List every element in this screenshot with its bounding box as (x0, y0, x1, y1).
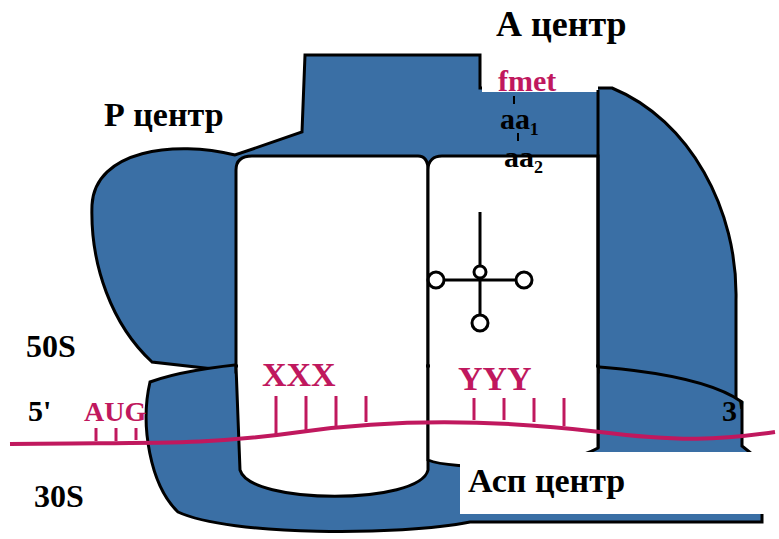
site-label: А центр (496, 6, 627, 42)
codon-label: YYY (458, 362, 532, 396)
codon-ticks (96, 396, 564, 441)
subunit-label: 50S (26, 330, 76, 362)
trna-symbol (428, 212, 532, 331)
label-ground (460, 452, 779, 514)
codon-label: XXX (262, 358, 336, 392)
end-label: 5' (28, 396, 51, 426)
amino-acid-label: aa₂ (504, 142, 543, 172)
site-label: Р центр (104, 98, 224, 132)
site-label: Асп центр (468, 464, 625, 498)
amino-acid-label: fmet (498, 66, 556, 96)
p-site (236, 156, 428, 372)
a-site (428, 156, 598, 372)
subunit-label: 30S (34, 480, 84, 512)
codon-label: AUG (84, 398, 146, 426)
amino-acid-label: aa₁ (500, 104, 539, 134)
end-label: 3' (722, 396, 745, 426)
